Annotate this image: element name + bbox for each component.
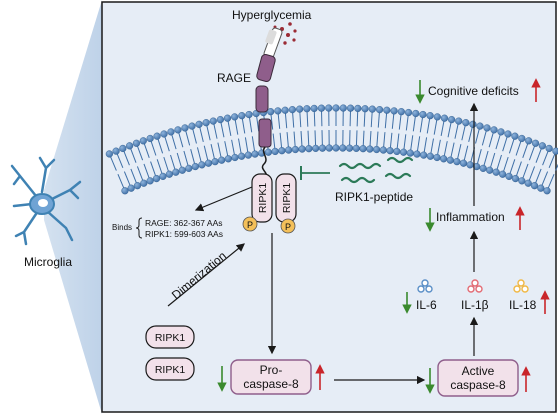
ripk1-left-label: RIPK1	[257, 183, 269, 214]
active-caspase8-line2: caspase-8	[450, 378, 506, 392]
il1b-label: IL-1β	[461, 298, 489, 312]
il18-dots	[513, 279, 529, 293]
cell-membrane	[105, 104, 558, 195]
phospho-left-label: P	[247, 220, 253, 230]
il18-label: IL-18	[509, 298, 537, 312]
ripk1-monomer-bottom	[145, 357, 195, 381]
microglia-cell-icon	[10, 156, 82, 246]
rage-label: RAGE	[217, 71, 251, 85]
procaspase8-line2: caspase-8	[243, 377, 299, 391]
binds-rage: RAGE: 362-367 AAs	[145, 218, 223, 228]
ripk1-peptide-label: RIPK1-peptide	[335, 190, 413, 204]
il6-dots	[417, 279, 433, 293]
ripk1-monomer-top-label: RIPK1	[155, 332, 186, 344]
active-caspase8-line1: Active	[462, 364, 495, 378]
active-caspase8-box	[437, 359, 519, 397]
procaspase8-box	[230, 359, 312, 395]
il6-label: IL-6	[416, 298, 437, 312]
phospho-left	[242, 216, 258, 232]
zoom-cone	[44, 0, 102, 414]
hyperglycemia-label: Hyperglycemia	[232, 8, 312, 22]
binds-label: Binds	[112, 223, 132, 232]
rage-receptor	[255, 27, 283, 177]
panel	[101, 1, 557, 413]
phospho-right-label: P	[285, 222, 291, 232]
ripk1-peptide-icon	[338, 156, 414, 184]
procaspase8-line1: Pro-	[260, 363, 283, 377]
binds-brace	[135, 217, 143, 239]
il1b-dots	[467, 279, 483, 293]
ripk1-monomer-top	[145, 325, 195, 349]
cognitive-deficits-label: Cognitive deficits	[428, 84, 519, 98]
phospho-right	[280, 218, 296, 234]
ripk1-dimer: RIPK1 RIPK1 P P	[242, 173, 297, 234]
dimerization-arrow	[167, 243, 245, 307]
ripk1-right-label: RIPK1	[281, 183, 293, 214]
microglia-label: Microglia	[24, 255, 72, 269]
binds-arrow	[194, 186, 253, 212]
inflammation-label: Inflammation	[436, 210, 505, 224]
ripk1-monomer-bottom-label: RIPK1	[155, 364, 186, 376]
binds-ripk1: RIPK1: 599-603 AAs	[145, 229, 223, 239]
